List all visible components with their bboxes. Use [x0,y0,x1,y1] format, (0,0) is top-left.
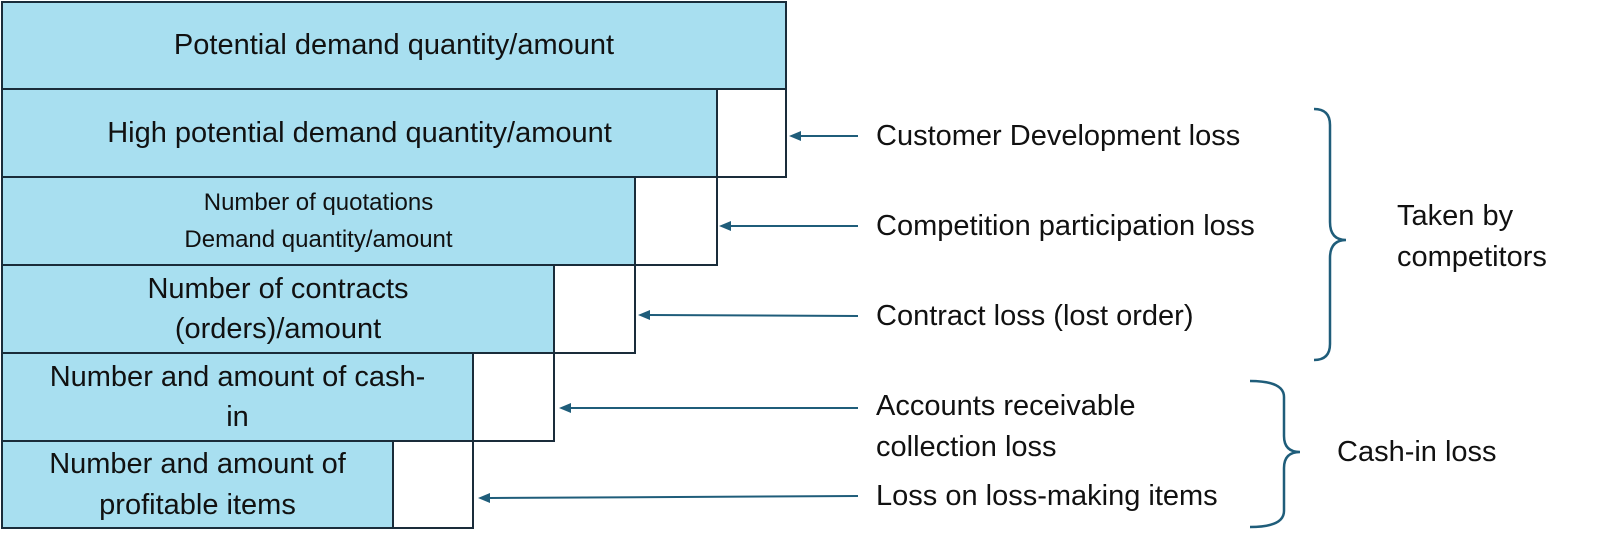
arrow-competition-participation-head [719,221,731,231]
loss-accounts-receivable: Accounts receivable collection loss [876,386,1136,468]
brace-cash-in-loss [1249,379,1301,529]
loss-contract: Contract loss (lost order) [876,296,1194,337]
gap-accounts-receivable [472,352,555,442]
loss-arrows [478,131,859,503]
loss-contract-line-1: Contract loss (lost order) [876,300,1194,332]
loss-loss-making-items: Loss on loss-making items [876,476,1218,517]
stage-contracts: Number of contracts (orders)/amount [1,264,555,354]
group-cash-in-loss: Cash-in loss [1337,432,1497,473]
loss-competition-participation: Competition participation loss [876,206,1255,247]
group-taken-by-competitors-line-1: Taken by [1397,200,1514,232]
group-cash-in-loss-line-1: Cash-in loss [1337,436,1497,468]
gap-customer-development [716,88,787,178]
arrow-loss-making [489,495,859,499]
arrow-accounts-receivable-head [559,403,571,413]
arrow-loss-making-head [478,493,490,503]
loss-loss-making-items-line-1: Loss on loss-making items [876,480,1218,512]
arrow-contract [649,314,859,317]
stage-quotations-label: Number of quotations Demand quantity/amo… [184,184,452,258]
arrow-contract-head [638,310,650,320]
brace-taken-by-competitors [1313,107,1347,362]
arrow-customer-development-head [789,131,801,141]
loss-accounts-receivable-line-1: Accounts receivable [876,390,1136,422]
stage-contracts-line-2: (orders)/amount [174,313,382,345]
stage-profitable-items-label: Number and amount of profitable items [49,444,346,524]
stage-contracts-line-1: Number of contracts [147,272,409,305]
stage-quotations-line-2: Demand quantity/amount [184,226,453,253]
stage-potential-demand-label: Potential demand quantity/amount [174,25,614,65]
loss-customer-development-line-1: Customer Development loss [876,120,1241,152]
gap-contract [553,264,636,354]
group-taken-by-competitors-line-2: competitors [1397,241,1547,273]
group-braces [1249,107,1347,529]
stage-cash-in-label: Number and amount of cash- in [50,357,426,437]
stage-quotations-line-1: Number of quotations [203,188,434,216]
stage-cash-in-line-1: Number and amount of cash- [49,360,426,393]
stage-potential-demand: Potential demand quantity/amount [1,1,787,90]
loss-accounts-receivable-line-2: collection loss [876,431,1057,463]
stage-high-potential-demand-line-1: High potential demand quantity/amount [107,116,612,149]
stage-profitable-items: Number and amount of profitable items [1,440,394,529]
stage-contracts-label: Number of contracts (orders)/amount [147,269,408,349]
loss-competition-participation-line-1: Competition participation loss [876,210,1255,242]
stage-high-potential-demand-label: High potential demand quantity/amount [107,113,612,153]
gap-loss-making [392,440,474,529]
stage-cash-in-line-2: in [226,401,249,433]
group-taken-by-competitors: Taken by competitors [1397,196,1547,278]
stage-profitable-items-line-2: profitable items [99,488,296,521]
stage-potential-demand-line-1: Potential demand quantity/amount [173,29,615,62]
loss-customer-development: Customer Development loss [876,116,1240,157]
stage-profitable-items-line-1: Number and amount of [49,448,346,481]
gap-competition-participation [634,176,718,266]
